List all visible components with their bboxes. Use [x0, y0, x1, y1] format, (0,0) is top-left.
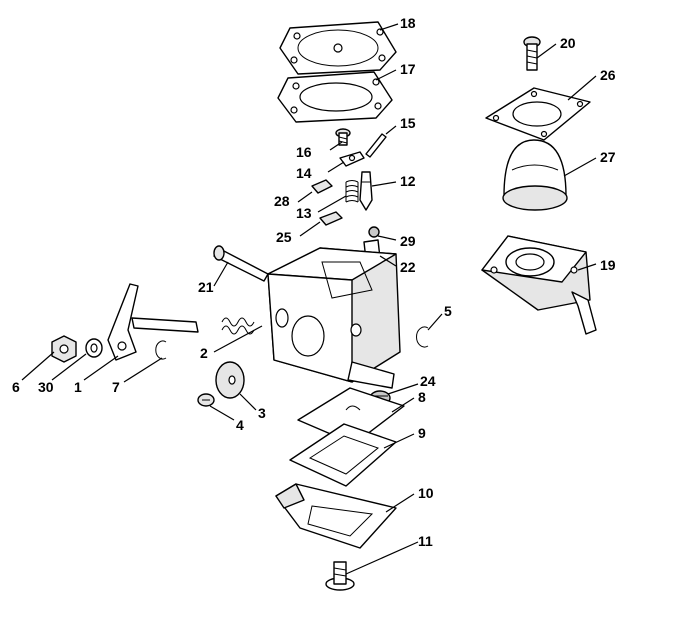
- callout-27: 27: [600, 149, 616, 165]
- callout-7: 7: [112, 379, 120, 395]
- callout-13: 13: [296, 205, 312, 221]
- callout-12: 12: [400, 173, 416, 189]
- callout-5: 5: [444, 303, 452, 319]
- callout-15: 15: [400, 115, 416, 131]
- part-27-primer-bulb: [502, 139, 568, 211]
- part-3-disk: [215, 361, 245, 399]
- part-12-needle-valve: [359, 171, 373, 211]
- callout-11: 11: [418, 533, 433, 549]
- part-6-nut: [51, 335, 77, 363]
- part-13-spring: [345, 180, 359, 203]
- callout-20: 20: [560, 35, 576, 51]
- callout-30: 30: [38, 379, 54, 395]
- callout-29: 29: [400, 233, 416, 249]
- part-18-diaphragm: [279, 21, 397, 75]
- part-2-spring: [221, 317, 255, 335]
- callout-8: 8: [418, 389, 426, 405]
- callout-21: 21: [198, 279, 214, 295]
- callout-16: 16: [296, 144, 312, 160]
- callout-26: 26: [600, 67, 616, 83]
- callout-6: 6: [12, 379, 20, 395]
- part-7-circlip: [155, 340, 167, 360]
- part-21-shaft-screw: [213, 245, 269, 282]
- part-4-screw: [197, 393, 215, 407]
- part-30-washer: [85, 338, 103, 358]
- callout-4: 4: [236, 417, 244, 433]
- part-16-screw: [335, 128, 351, 146]
- part-5-circlip: [416, 326, 429, 348]
- callout-10: 10: [418, 485, 434, 501]
- part-17-gasket: [277, 71, 393, 123]
- part-9-diaphragm: [289, 423, 397, 487]
- part-29-plug: [368, 226, 380, 238]
- callout-17: 17: [400, 61, 416, 77]
- part-14-lever: [339, 151, 365, 167]
- callout-28: 28: [274, 193, 290, 209]
- callout-1: 1: [74, 379, 82, 395]
- part-25-block: [319, 211, 343, 226]
- part-11-screw: [325, 561, 355, 591]
- part-10-cover: [275, 483, 397, 549]
- callout-labels: 18 17 15 16 14 12 28 13 25 29 22 21 5 2 …: [12, 15, 616, 549]
- callout-22: 22: [400, 259, 416, 275]
- leader-lines: [21, 23, 597, 575]
- callout-18: 18: [400, 15, 416, 31]
- callout-9: 9: [418, 425, 426, 441]
- carburetor-body: [267, 247, 401, 389]
- callout-14: 14: [296, 165, 312, 181]
- part-26-gasket: [485, 87, 591, 141]
- part-1-throttle-lever: [107, 283, 199, 361]
- callout-3: 3: [258, 405, 266, 421]
- part-15-pin: [365, 133, 387, 158]
- part-20-bolt: [523, 36, 541, 71]
- callout-25: 25: [276, 229, 292, 245]
- callout-24: 24: [420, 373, 436, 389]
- part-28-block: [311, 179, 333, 194]
- callout-19: 19: [600, 257, 616, 273]
- callout-2: 2: [200, 345, 208, 361]
- part-19-pump-housing: [481, 235, 597, 335]
